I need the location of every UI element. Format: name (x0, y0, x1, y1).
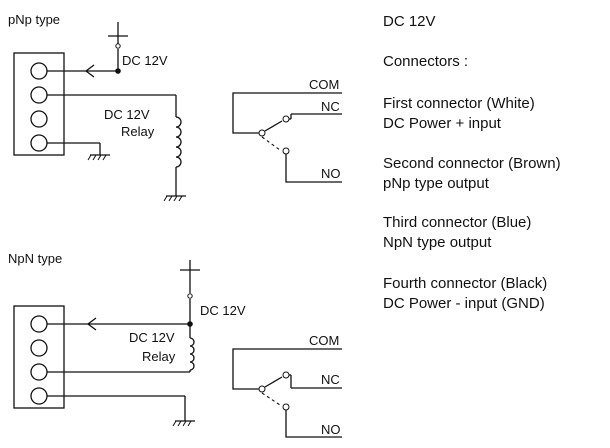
info-supply: DC 12V (383, 13, 436, 30)
npn-nc-label: NC (321, 372, 340, 387)
npn-pin-3 (30, 363, 48, 381)
npn-connector-ground-icon (172, 420, 195, 427)
info-connector-3-desc: NpN type output (383, 234, 492, 251)
pnp-title: pNp type (8, 12, 60, 27)
pnp-connector-ground-icon (87, 154, 110, 161)
info-connector-2-desc: pNp type output (383, 175, 489, 192)
pnp-relay-line1: DC 12V (104, 107, 150, 122)
npn-pin-1 (30, 315, 48, 333)
pnp-com-label: COM (309, 77, 339, 92)
pnp-pin-3 (30, 110, 48, 128)
pnp-relay-contacts (232, 92, 342, 183)
npn-pin-2 (30, 339, 48, 357)
npn-pin-4 (30, 387, 48, 405)
pnp-connector-block (13, 52, 65, 156)
info-connector-2-name: Second connector (Brown) (383, 155, 561, 172)
pnp-no-label: NO (321, 166, 341, 181)
info-connector-4-desc: DC Power - input (GND) (383, 295, 545, 312)
npn-relay-coil-icon (189, 337, 195, 371)
npn-com-label: COM (309, 333, 339, 348)
npn-relay-line1: DC 12V (129, 330, 175, 345)
pnp-relay-ground-icon (163, 195, 186, 202)
npn-arrow-icon (86, 317, 97, 331)
npn-supply-label: DC 12V (200, 303, 246, 318)
npn-relay-contacts (232, 348, 342, 438)
pnp-pin-4 (30, 134, 48, 152)
pnp-relay-line2: Relay (121, 124, 155, 139)
npn-connector-block (13, 305, 65, 409)
info-connectors-heading: Connectors : (383, 53, 469, 70)
info-connector-4-name: Fourth connector (Black) (383, 275, 548, 292)
pnp-pin-2 (30, 86, 48, 104)
npn-title: NpN type (8, 251, 62, 266)
pnp-nc-label: NC (321, 99, 340, 114)
info-connector-1-desc: DC Power + input (383, 115, 501, 132)
pnp-supply-label: DC 12V (122, 53, 168, 68)
info-connector-3-name: Third connector (Blue) (383, 214, 532, 231)
pnp-arrow-icon (84, 64, 95, 78)
pnp-pin-1 (30, 62, 48, 80)
npn-no-label: NO (321, 422, 341, 437)
pnp-relay-coil-icon (175, 116, 182, 168)
info-connector-1-name: First connector (White) (383, 95, 535, 112)
npn-relay-line2: Relay (142, 349, 176, 364)
